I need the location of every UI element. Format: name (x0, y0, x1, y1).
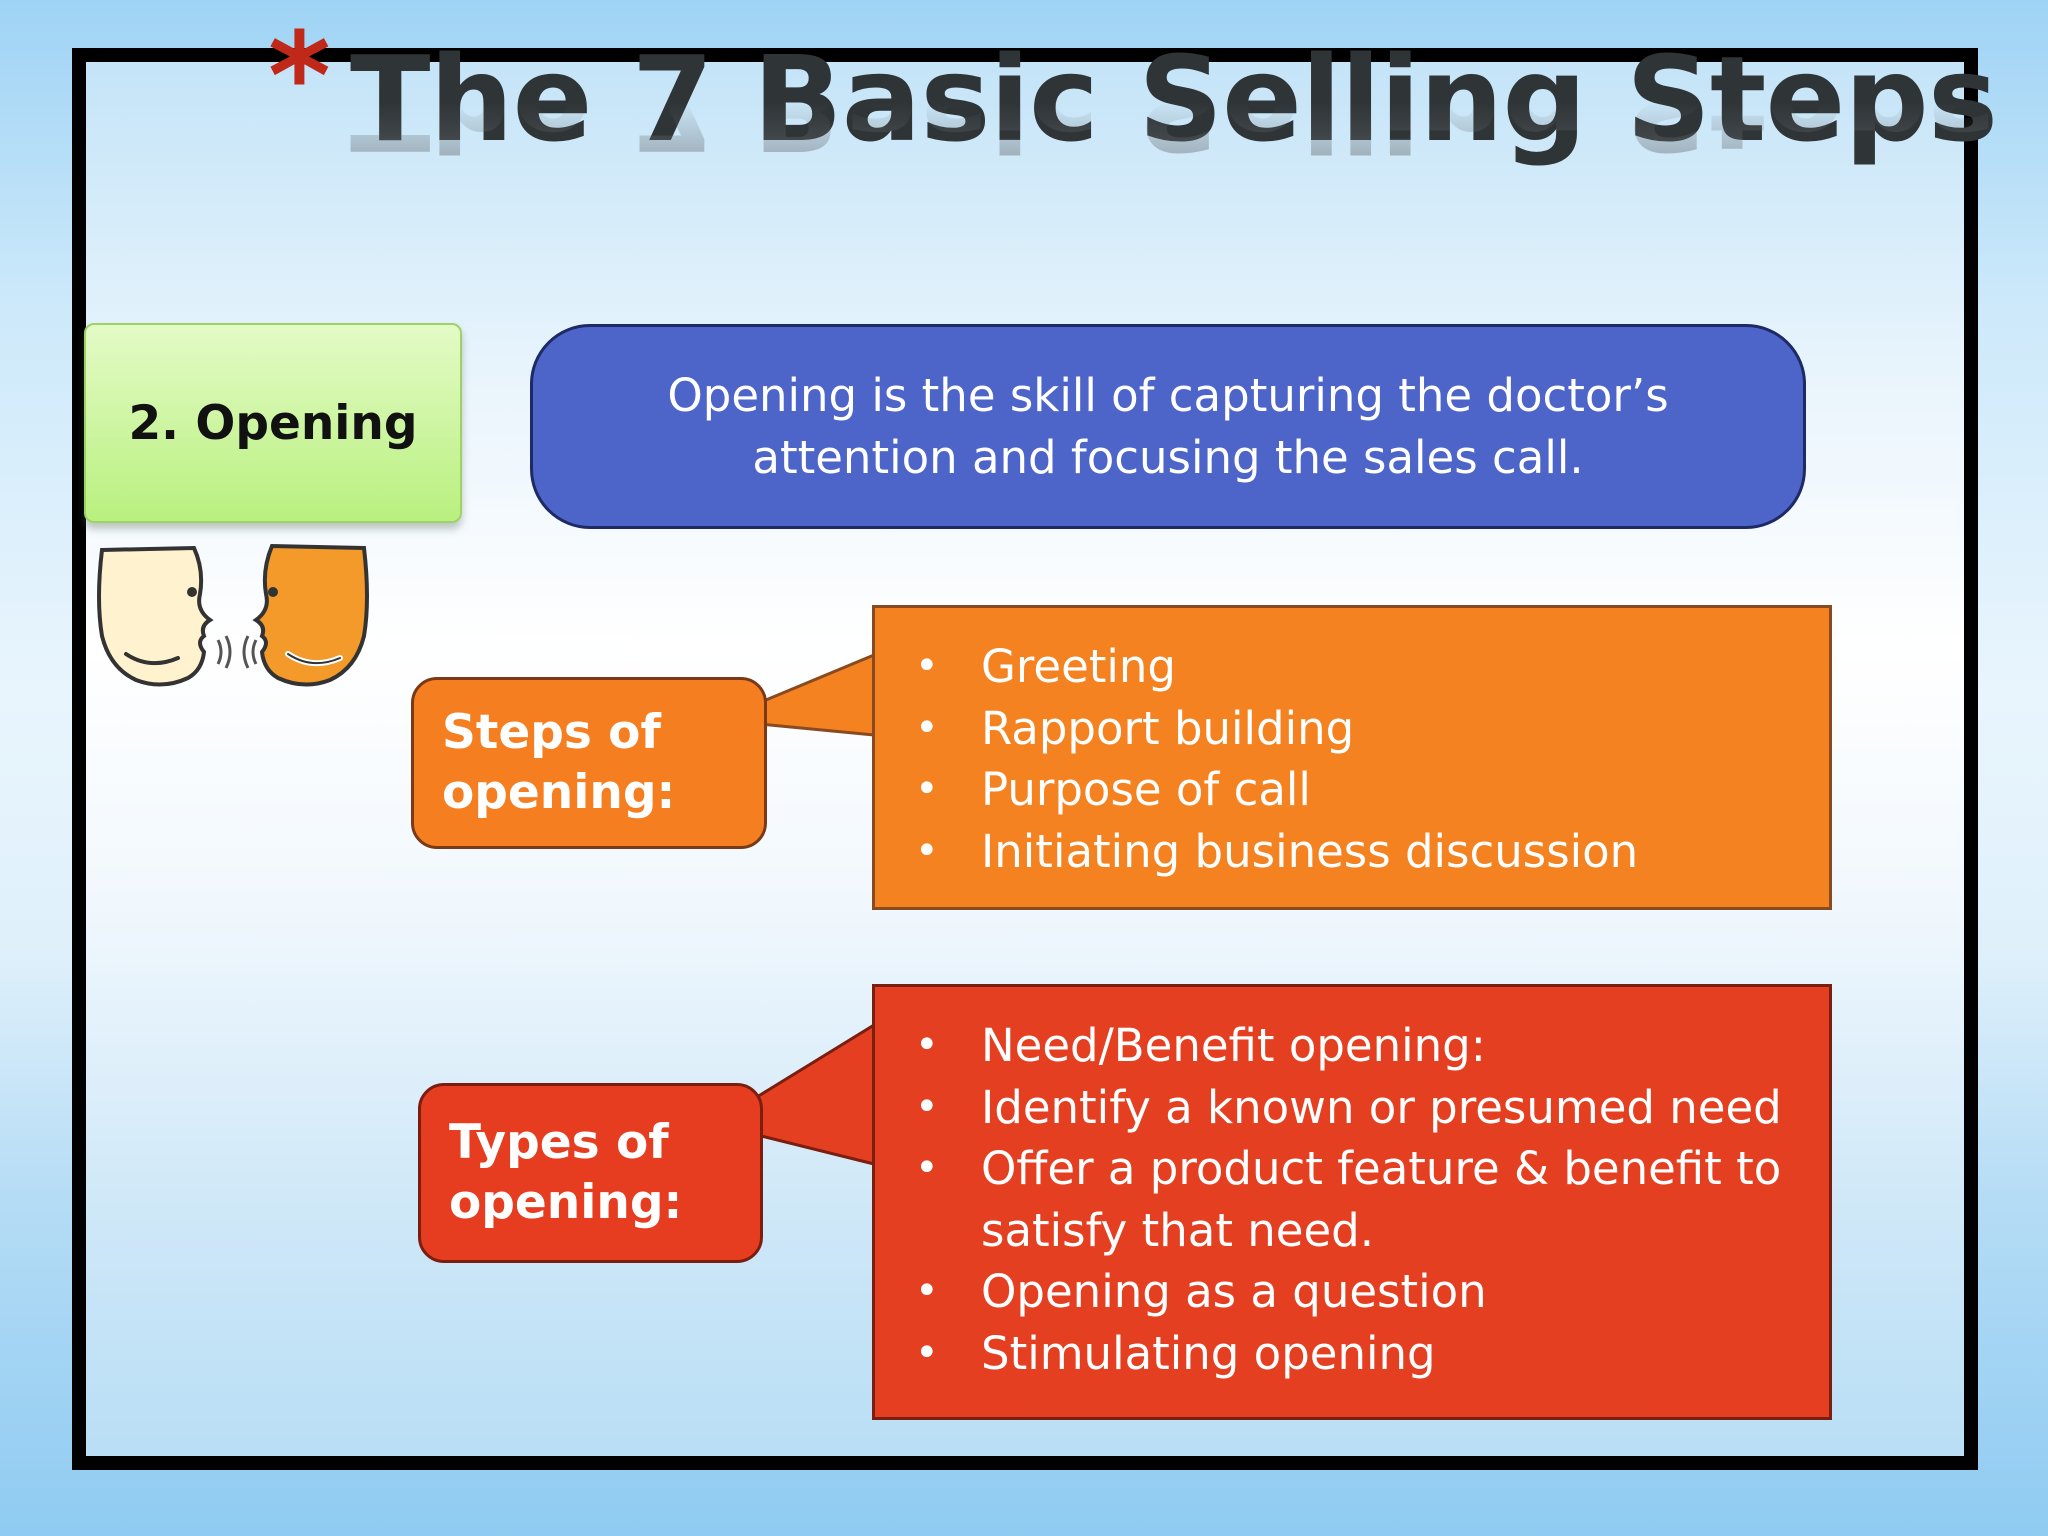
bullet-icon: • (915, 643, 939, 689)
steps-of-opening-label: Steps of opening: (411, 677, 767, 849)
bullet-icon: • (915, 766, 939, 812)
definition-text: Opening is the skill of capturing the do… (667, 368, 1669, 484)
types-of-opening-list: •Need/Benefit opening: •Identify a known… (872, 984, 1832, 1420)
step-label: 2. Opening (128, 395, 418, 451)
bullet-icon: • (915, 1083, 939, 1130)
types-of-opening-label: Types of opening: (418, 1083, 763, 1263)
bullet-icon: • (915, 827, 939, 874)
definition-box: Opening is the skill of capturing the do… (530, 324, 1806, 529)
steps-label-line1: Steps of (442, 705, 661, 760)
bullet-icon: • (915, 704, 939, 751)
slide-title-reflection: The 7 Basic Selling Steps (350, 38, 1998, 176)
list-item: •Offer a product feature & benefit to sa… (895, 1138, 1819, 1261)
list-item: •Identify a known or presumed need (895, 1077, 1819, 1139)
step-label-box: 2. Opening (84, 323, 462, 523)
steps-of-opening-list: •Greeting •Rapport building •Purpose of … (872, 605, 1832, 910)
list-item: •Purpose of call (895, 759, 1819, 821)
slide-title: The 7 Basic Selling Steps (350, 30, 1998, 168)
types-label-line1: Types of (449, 1115, 669, 1170)
list-item: •Initiating business discussion (895, 821, 1819, 883)
steps-label-line2: opening: (442, 765, 676, 820)
bullet-icon: • (915, 1145, 939, 1191)
bullet-icon: • (915, 1268, 939, 1314)
list-item: •Need/Benefit opening: (895, 1015, 1819, 1077)
bullet-icon: • (915, 1022, 939, 1068)
types-label-line2: opening: (449, 1175, 683, 1230)
list-item: •Greeting (895, 636, 1819, 698)
list-item: •Stimulating opening (895, 1323, 1819, 1385)
list-item: •Rapport building (895, 698, 1819, 760)
talking-faces-icon (97, 543, 369, 687)
list-item: •Opening as a question (895, 1261, 1819, 1323)
bullet-icon: • (915, 1329, 939, 1376)
title-asterisk: * (268, 8, 331, 147)
